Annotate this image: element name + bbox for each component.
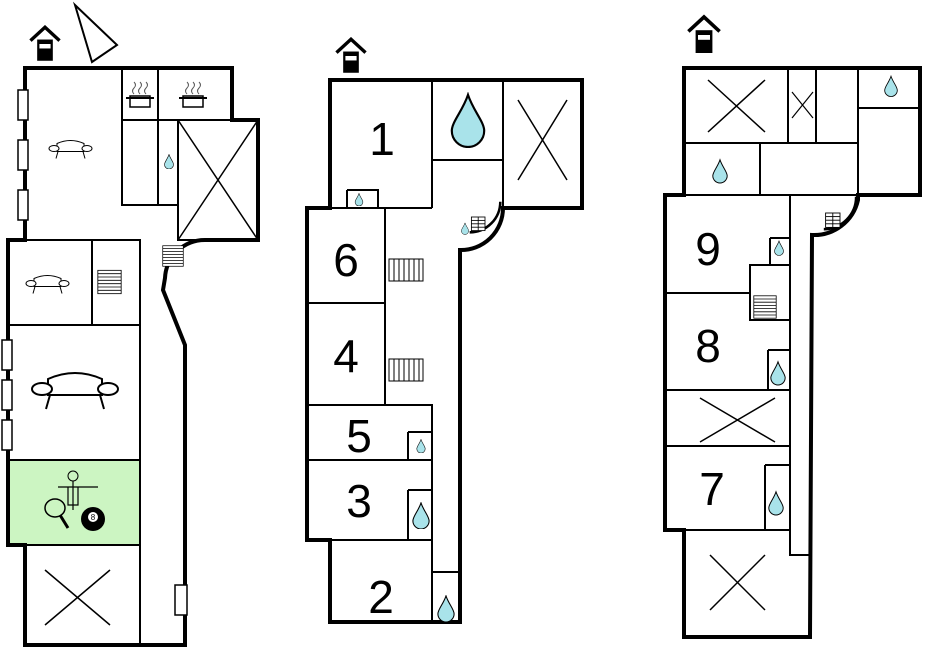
water-drop-icon — [712, 159, 728, 184]
water-drop-icon — [770, 361, 786, 386]
water-drop-icon — [768, 491, 784, 516]
water-drop-icon — [450, 93, 486, 148]
stairs-icon — [388, 358, 424, 382]
billiard-8-ball-icon: 8 — [81, 507, 105, 531]
stairs-icon — [162, 245, 184, 267]
stove-icon — [125, 80, 155, 109]
second-floor: 9 8 7 — [663, 17, 922, 639]
water-drop-icon — [164, 154, 174, 169]
stove-icon — [178, 80, 208, 109]
sofa-icon — [31, 372, 119, 410]
room-label: 2 — [368, 571, 394, 623]
sofa-icon — [48, 139, 93, 160]
sofa-icon — [25, 274, 70, 295]
room-label: 6 — [333, 234, 359, 286]
water-drop-icon — [774, 240, 784, 256]
stairs-icon — [97, 269, 122, 295]
house-icon — [334, 37, 368, 75]
water-drop-icon — [461, 222, 469, 235]
spiral-stairs-icon — [822, 195, 858, 231]
water-drop-icon — [437, 595, 455, 622]
games-room — [8, 460, 140, 545]
room-label: 5 — [346, 410, 372, 462]
table-tennis-icon — [44, 470, 98, 529]
room-label: 3 — [346, 475, 372, 527]
stairs-icon — [753, 295, 777, 319]
water-drop-icon — [412, 502, 430, 529]
water-drop-icon — [354, 193, 364, 206]
spiral-stairs-icon — [468, 200, 502, 234]
room-label: 1 — [369, 113, 395, 165]
first-floor: 1 6 4 5 3 2 — [305, 37, 584, 624]
house-icon — [28, 25, 62, 63]
house-icon — [688, 17, 719, 53]
room-label: 9 — [695, 223, 721, 275]
room-label: 4 — [333, 330, 359, 382]
stairs-icon — [388, 258, 424, 282]
compass-icon — [72, 1, 119, 64]
water-drop-icon — [416, 439, 426, 453]
ground-floor: 8 — [1, 1, 260, 647]
room-label: 7 — [699, 463, 725, 515]
room-label: 8 — [695, 320, 721, 372]
svg-text:8: 8 — [91, 513, 96, 522]
water-drop-icon — [884, 75, 898, 97]
